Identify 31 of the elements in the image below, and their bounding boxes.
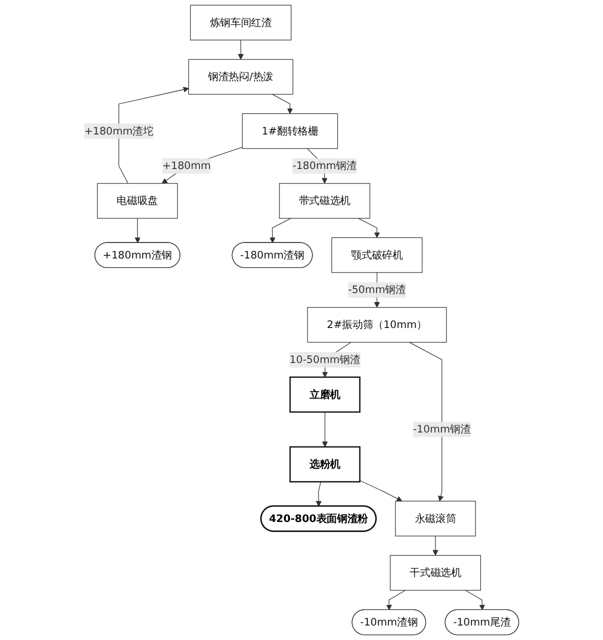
- arrow: [386, 590, 406, 610]
- arrow: [316, 481, 322, 507]
- arrow: [270, 218, 292, 244]
- node-box: 带式磁选机: [279, 183, 370, 219]
- arrow: [238, 40, 244, 60]
- edge-label: 10-50mm钢渣: [290, 353, 360, 366]
- node-box: 颚式破碎机: [331, 237, 422, 273]
- arrow: [358, 218, 380, 238]
- arrow: [162, 146, 243, 184]
- node-box: 炼钢车间红渣: [190, 4, 292, 40]
- arrow: [432, 536, 438, 556]
- edge-label: -10mm钢渣: [413, 423, 471, 436]
- node-box: 2#振动筛（10mm）: [307, 307, 447, 343]
- node-box: 干式磁选机: [390, 555, 481, 591]
- node-box: 钢渣热闷/热泼: [188, 59, 294, 95]
- arrow: [409, 342, 444, 502]
- node-box: 电磁吸盘: [97, 183, 178, 219]
- edge-label: -180mm钢渣: [292, 160, 357, 172]
- arrow: [272, 94, 293, 114]
- node-box: 选粉机: [289, 446, 360, 482]
- arrow: [118, 86, 189, 184]
- arrow: [322, 412, 328, 448]
- edge-label: +180mm: [162, 160, 211, 172]
- node-box: 永磁滚筒: [395, 500, 476, 536]
- edge-label: +180mm渣坨: [84, 124, 154, 137]
- node-box: 立磨机: [289, 376, 360, 413]
- edge-label: -50mm钢渣: [348, 284, 406, 296]
- arrow: [134, 218, 140, 244]
- arrow: [465, 590, 485, 610]
- node-box: 1#翻转格栅: [242, 113, 338, 149]
- arrow: [360, 480, 402, 502]
